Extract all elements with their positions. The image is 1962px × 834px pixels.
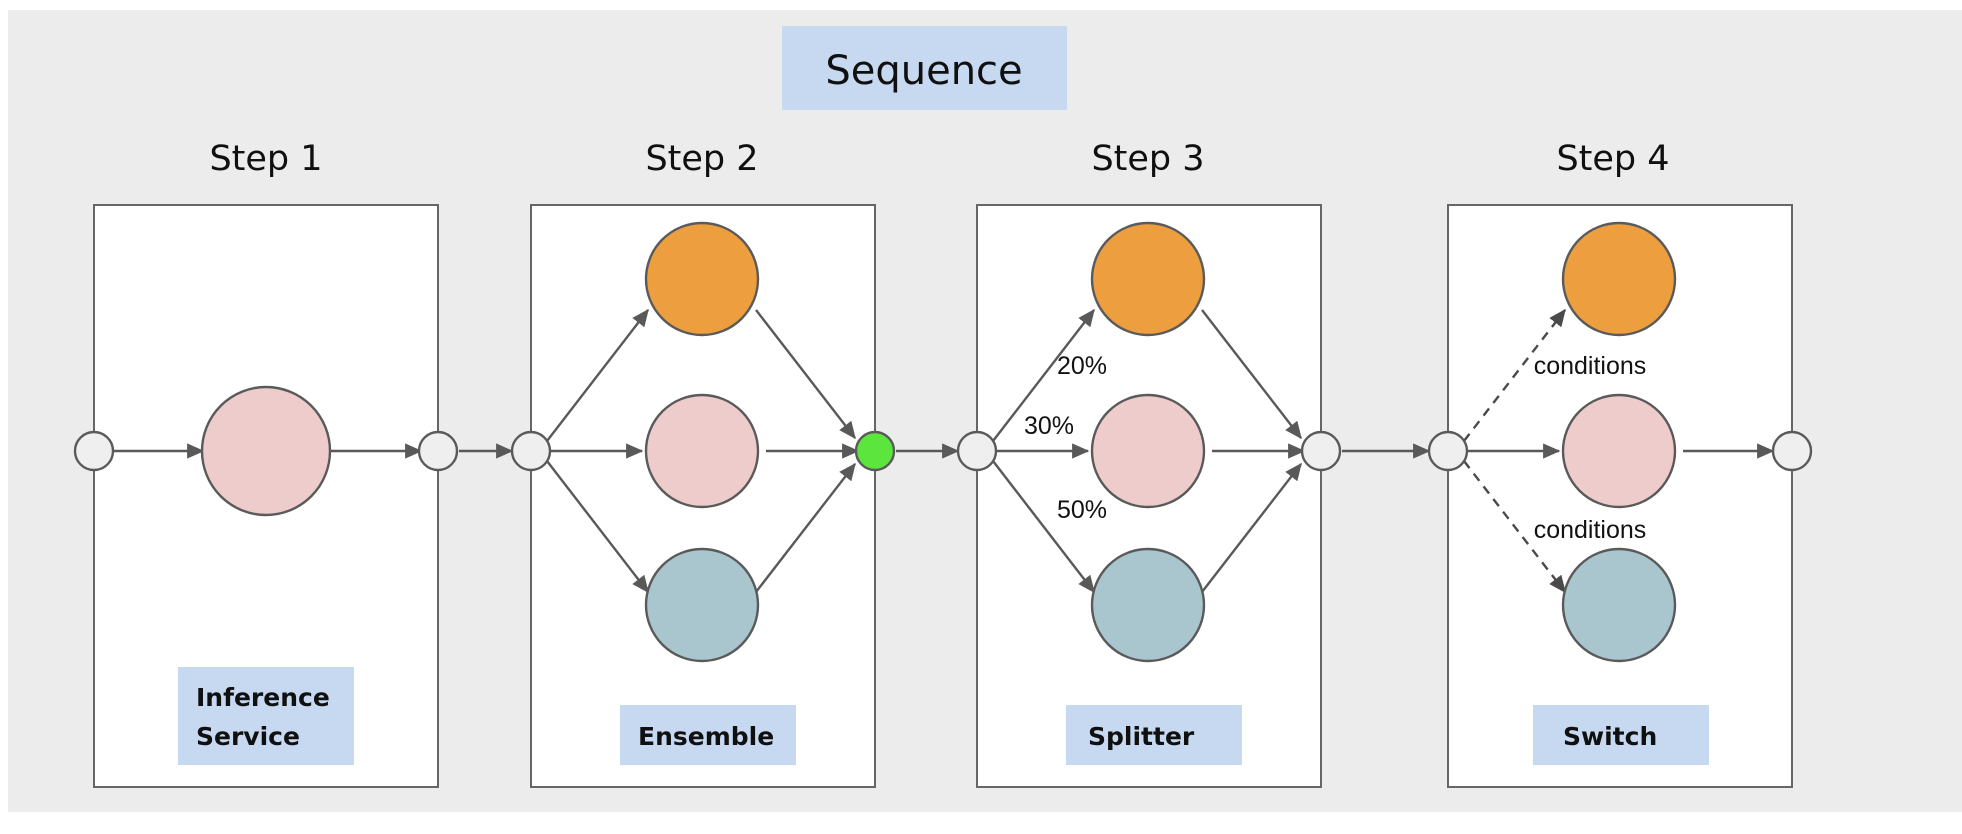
edge-entry-to-branch-bottom <box>546 460 649 594</box>
step-heading-3: Step 3 <box>1091 139 1204 179</box>
step-1-graph <box>73 385 459 517</box>
edge-branch-top-to-merge <box>755 309 856 440</box>
step-3-exit-junction[interactable] <box>1300 430 1342 472</box>
split-node-bottom[interactable] <box>1090 547 1206 663</box>
step-3-chip[interactable]: Splitter <box>1066 705 1242 765</box>
switch-node-top[interactable] <box>1561 221 1677 337</box>
step-3-graph: 20% 30% 50% <box>956 221 1342 663</box>
edge-entry-to-switch-top <box>1463 308 1566 442</box>
edge-split-top-to-exit <box>1201 309 1302 440</box>
step-4-chip-label: Switch <box>1563 722 1657 751</box>
step-4-graph: conditions conditions <box>1427 221 1813 663</box>
step-1-chip-line-2: Service <box>196 722 300 751</box>
diagram-title: Sequence <box>782 26 1067 110</box>
branch-node-bottom[interactable] <box>644 547 760 663</box>
edge-entry-to-branch-top <box>546 308 649 442</box>
step-1-exit-junction[interactable] <box>417 430 459 472</box>
split-weight-label-top: 20% <box>1057 352 1107 380</box>
step-1-chip[interactable]: Inference Service <box>178 667 354 765</box>
switch-node-middle[interactable] <box>1561 393 1677 509</box>
switch-node-bottom[interactable] <box>1561 547 1677 663</box>
step-3-chip-label: Splitter <box>1088 722 1195 751</box>
step-1-chip-line-1: Inference <box>196 683 330 712</box>
switch-condition-label-upper: conditions <box>1534 352 1647 380</box>
step-2-entry-junction[interactable] <box>510 430 552 472</box>
step-2-chip[interactable]: Ensemble <box>620 705 796 765</box>
branch-node-middle[interactable] <box>644 393 760 509</box>
step-4-entry-junction[interactable] <box>1427 430 1469 472</box>
edge-entry-to-split-bottom <box>992 460 1095 594</box>
edge-branch-bottom-to-merge <box>755 462 856 593</box>
edge-entry-to-switch-bottom <box>1463 460 1566 594</box>
pipeline-entry-junction[interactable] <box>73 430 115 472</box>
split-node-middle[interactable] <box>1090 393 1206 509</box>
step-heading-1: Step 1 <box>209 139 322 179</box>
step-2-chip-label: Ensemble <box>638 722 774 751</box>
edge-entry-to-split-top <box>992 308 1095 442</box>
split-weight-label-bottom: 50% <box>1057 496 1107 524</box>
step-heading-4: Step 4 <box>1556 139 1669 179</box>
split-weight-label-middle: 30% <box>1024 412 1074 440</box>
pipeline-exit-junction[interactable] <box>1771 430 1813 472</box>
title-label: Sequence <box>825 48 1022 94</box>
split-node-top[interactable] <box>1090 221 1206 337</box>
step-heading-2: Step 2 <box>645 139 758 179</box>
step-2-chip-bg <box>620 705 796 765</box>
ensemble-merge-node[interactable] <box>854 430 896 472</box>
model-node[interactable] <box>200 385 332 517</box>
branch-node-top[interactable] <box>644 221 760 337</box>
edge-split-bottom-to-exit <box>1201 462 1302 593</box>
step-1-chip-bg <box>178 667 354 765</box>
step-3-chip-bg <box>1066 705 1242 765</box>
title-chip <box>782 26 1067 110</box>
step-2-graph <box>510 221 896 663</box>
step-4-chip-bg <box>1533 705 1709 765</box>
step-3-entry-junction[interactable] <box>956 430 998 472</box>
step-4-chip[interactable]: Switch <box>1533 705 1709 765</box>
switch-condition-label-lower: conditions <box>1534 516 1647 544</box>
